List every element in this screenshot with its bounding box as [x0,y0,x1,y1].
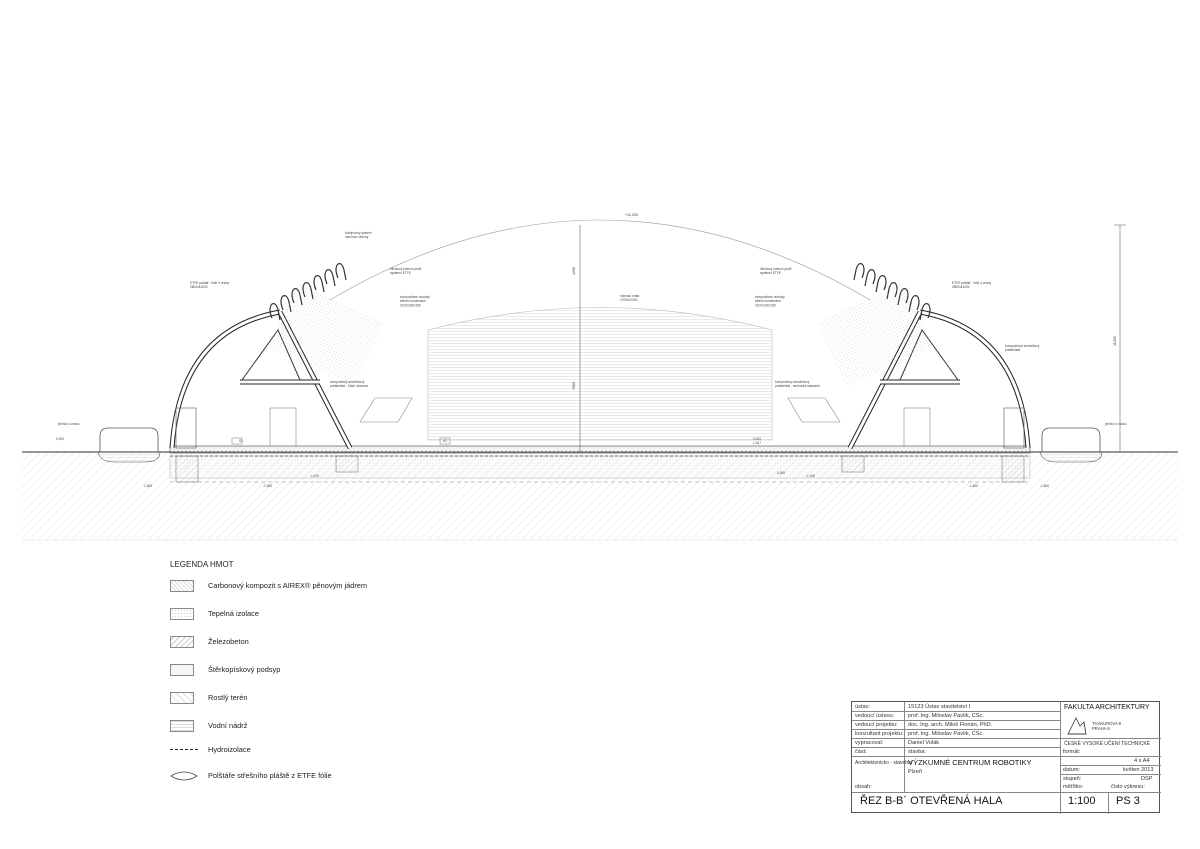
legend-item: Hydroizolace [170,744,570,760]
level-right-3: -1,100 [806,474,815,478]
level-right-2: -1,600 [969,484,978,488]
tb-vedouci-projektu-value: doc. Ing. arch. Miloš Florián, PhD. [908,722,993,728]
etfe-cushion-icon [170,771,198,781]
swatch-terrain-icon [170,692,194,704]
tb-datum-value: květen 2013 [1123,767,1154,773]
tb-datum-label: datum: [1063,767,1081,773]
tb-stavba-value: VÝZKUMNÉ CENTRUM ROBOTIKY [908,758,1032,767]
tb-cislo-label: číslo výkresu: [1111,784,1145,790]
legend-label: Carbonový kompozit s AIREX® pěnovým jádr… [208,581,368,590]
swatch-carbon-icon [170,580,194,592]
dimension-right [1114,224,1126,452]
tb-vypracoval-value: Daniel Volák [908,740,940,746]
tb-university: ČESKÉ VYSOKÉ UČENÍ TECHNICKÉ [1064,741,1151,747]
tb-ustav-label: ústav: [855,704,870,710]
swatch-insulation-icon [170,608,194,620]
legend-item: Polštáře střešního pláště z ETFE fólie [170,770,570,786]
callout-jezirko-right: jezírko s vodou [1104,422,1127,426]
legend-item: Tepelná izolace [170,608,570,624]
tb-vypracoval-label: vypracoval: [855,740,884,746]
tb-cast-label: část: [855,749,867,755]
tb-format-label: formát: [1063,749,1081,755]
legend-label: Polštáře střešního pláště z ETFE fólie [208,771,332,780]
tb-format-value: 4 x A4 [1134,758,1150,764]
prefab-rooms [269,397,931,447]
tb-obsah-label: obsah: [855,784,872,790]
legend-item: Vodní nádrž [170,720,570,736]
swatch-concrete-icon [170,636,194,648]
dim-7000: 7000 [572,382,576,390]
title-block: ústav: 15123 Ústav stavitelství I vedouc… [851,701,1161,814]
hydroisolation-line-icon [170,749,198,750]
legend-label: Železobeton [208,637,249,646]
legend-item: Železobeton [170,636,570,652]
level-right-1: -1,600 [1040,484,1049,488]
tb-obsah-value: ŘEZ B-B´ OTEVŘENÁ HALA [860,795,1003,807]
tb-cislo-value: PS 3 [1116,795,1140,807]
tb-address-2: PRAHA 6 [1092,726,1110,731]
level-left-2: -1,600 [263,484,272,488]
tb-vedouci-projektu-label: vedoucí projektu: [855,722,898,728]
tb-stupen-label: stupeň: [1063,776,1082,782]
level-left-3: -1,100 [310,474,319,478]
label-s1-mid: S1 [443,439,447,443]
legend-label: Rostlý terén [208,693,248,702]
tb-faculty: FAKULTA ARCHITEKTURY [1064,704,1150,711]
roof-arc-open [329,219,871,301]
etfe-cushions-right [816,263,933,388]
tb-meritko-value: 1:100 [1068,795,1096,807]
callout-jezirko-left: jezírko s vodou [57,422,80,426]
tb-stavba-label: stavba: [908,749,927,755]
tb-vedouci-ustavu-value: prof. Ing. Miloslav Pavlík, CSc. [908,713,984,719]
level-left-1: -1,600 [143,484,152,488]
material-legend: LEGENDA HMOT Carbonový kompozit s AIREX®… [170,560,570,781]
legend-label: Tepelná izolace [208,609,259,618]
legend-item: Carbonový kompozit s AIREX® pěnovým jádr… [170,580,570,596]
tb-cast-value: Architektonicko - stavební [855,760,913,766]
legend-label: Hydroizolace [208,745,251,754]
elevation-top: +11,200 [625,213,638,217]
tb-ustav-value: 15123 Ústav stavitelství I [908,704,971,710]
level-left-0: 0,000 [56,437,64,441]
etfe-cushions-left [267,263,384,388]
tb-stupen-value: DSP [1141,776,1153,782]
swatch-water-icon [170,720,194,732]
legend-label: Vodní nádrž [208,721,248,730]
swatch-gravel-icon [170,664,194,676]
tb-konzultant-value: prof. Ing. Miloslav Pavlík, CSc. [908,731,984,737]
rolling-door [231,225,773,452]
tb-konzultant-label: konzultant projektu: [855,731,904,737]
legend-label: Štěrkopískový podsyp [208,665,281,674]
dim-11200: 11200 [1113,336,1117,346]
water-pond-left [97,427,161,463]
legend-title: LEGENDA HMOT [170,560,234,569]
tb-misto-value: Plzeň [908,769,922,775]
water-pond-right [1039,427,1103,463]
floor-slab [169,445,1031,483]
tb-address-1: THÁKUROVA 9 [1092,721,1122,726]
legend-item: Rostlý terén [170,692,570,708]
tb-vedouci-ustavu-label: vedoucí ústavu: [855,713,895,719]
tb-meritko-label: měřítko: [1063,784,1084,790]
level-right-4: -0,555 [776,471,785,475]
label-s1-left: S1 [239,439,243,443]
legend-item: Štěrkopískový podsyp [170,664,570,680]
cvut-logo-icon [1067,717,1087,735]
dim-4200: 4200 [572,267,576,275]
